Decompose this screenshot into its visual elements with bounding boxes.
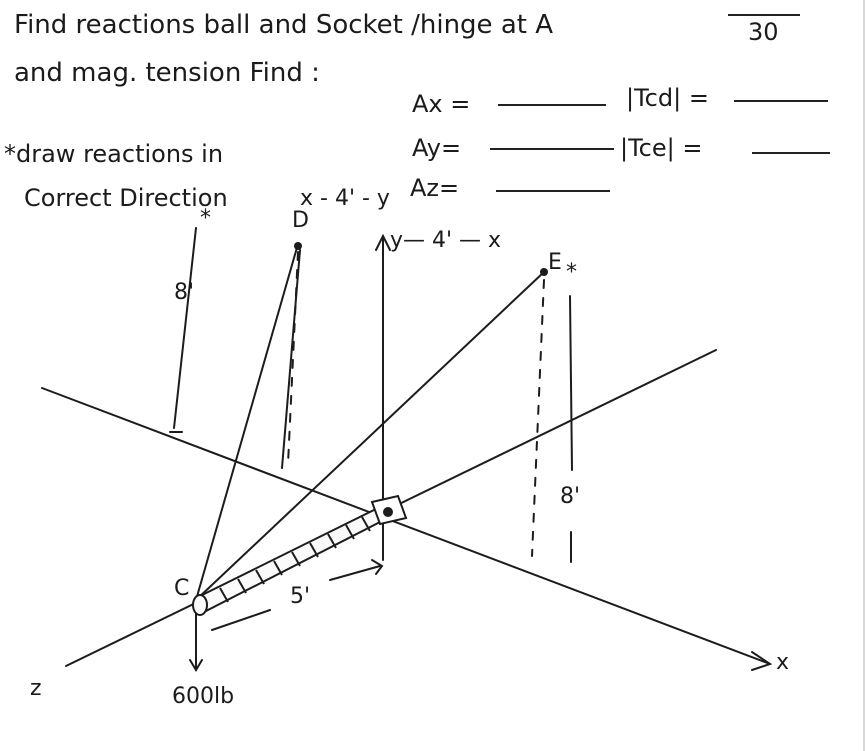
point-d-dot (294, 242, 302, 250)
dim-5-right-line (329, 565, 381, 581)
e-dashed-projection (531, 279, 545, 557)
dim-right-label: y— 4' — x (390, 228, 502, 253)
instruction-line2: Correct Direction (24, 184, 228, 212)
left-star: * (200, 206, 211, 231)
d-projection-left (281, 249, 301, 469)
y-axis-arrow (375, 233, 391, 251)
answer-az-blank[interactable] (496, 190, 610, 192)
height-left-label: 8' (174, 280, 195, 305)
x-axis-arrow (751, 651, 773, 671)
score-total: 30 (748, 18, 779, 46)
right-height-line-upper (569, 295, 573, 471)
answer-ax-label: Ax = (412, 90, 471, 118)
answer-tcd-blank[interactable] (734, 100, 828, 102)
point-e-star: * (566, 260, 577, 285)
point-d-label: D (292, 208, 309, 233)
point-e-dot (540, 268, 548, 276)
d-dashed-projection (287, 251, 299, 465)
instruction-line1: *draw reactions in (4, 140, 224, 168)
page-edge (863, 0, 865, 751)
boom-ca (192, 506, 386, 616)
answer-ay-blank[interactable] (490, 148, 614, 150)
length-label: 5' (290, 584, 311, 609)
point-e-label: E (548, 250, 562, 275)
answer-ax-blank[interactable] (498, 104, 606, 106)
height-right-label: 8' (560, 484, 581, 509)
dim-5-left-line (211, 609, 271, 631)
answer-tcd-label: |Tcd| = (626, 84, 709, 112)
dim-left-label: x - 4' - y (300, 186, 390, 211)
load-arrow-head (189, 659, 203, 672)
problem-statement-line1: Find reactions ball and Socket /hinge at… (14, 10, 553, 40)
left-height-line (173, 227, 197, 429)
ball-socket-a (370, 494, 408, 526)
z-axis-label: z (30, 676, 42, 701)
score-overline (728, 14, 800, 16)
answer-tce-blank[interactable] (752, 152, 830, 154)
answer-az-label: Az= (410, 174, 460, 202)
cable-ce (195, 271, 545, 601)
cable-cd (195, 243, 299, 601)
x-axis-label: x (776, 650, 790, 675)
dim-5-arrow (371, 559, 384, 575)
problem-statement-line2: and mag. tension Find : (14, 58, 320, 88)
load-label: 600lb (172, 684, 235, 709)
answer-ay-label: Ay= (412, 134, 462, 162)
point-c-label: C (174, 576, 190, 601)
answer-tce-label: |Tce| = (620, 134, 703, 162)
x-axis-line (41, 387, 771, 665)
